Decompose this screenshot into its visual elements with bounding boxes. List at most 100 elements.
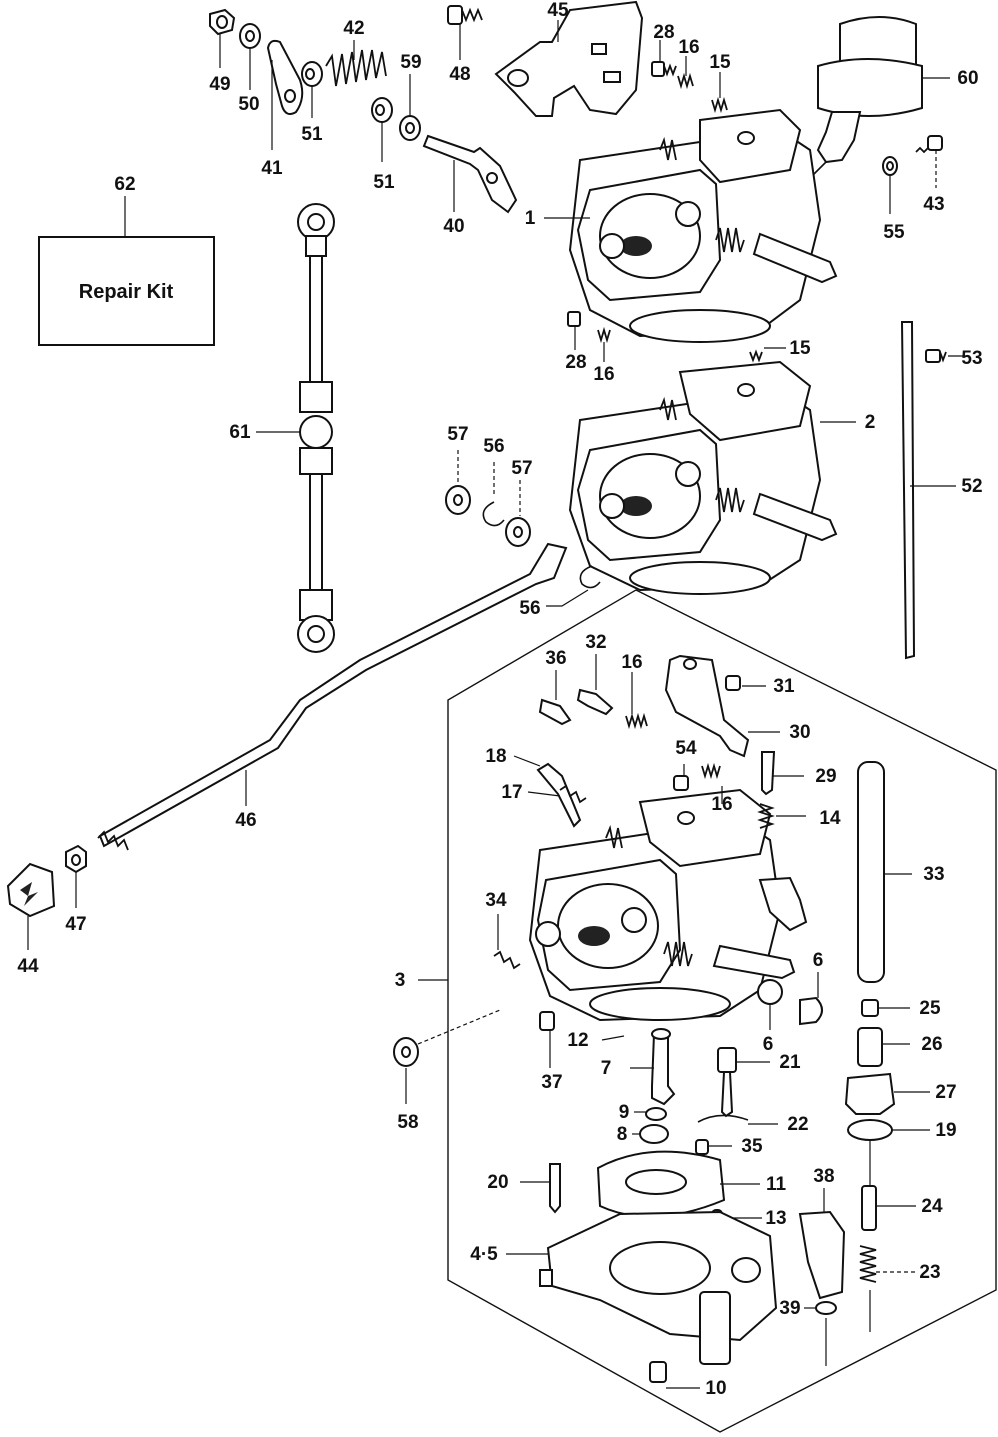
callout-28b: 28 [565, 352, 586, 373]
part-37-plug [539, 1011, 555, 1031]
part-57-56-clips [445, 450, 601, 607]
callout-13: 13 [765, 1208, 786, 1229]
callout-35: 35 [741, 1136, 763, 1157]
part-10-screw [649, 1361, 667, 1383]
callout-labels: 62 49 50 41 51 42 51 59 40 48 45 28 16 1… [17, 0, 982, 1399]
callout-62: 62 [114, 174, 135, 195]
part-28-screw-mid [567, 311, 581, 327]
part-7-main-jet [651, 1033, 676, 1106]
callout-45: 45 [547, 0, 569, 21]
part-30-plate [664, 654, 750, 758]
callout-46: 46 [235, 810, 256, 831]
callout-36: 36 [545, 648, 566, 669]
callout-52: 52 [961, 476, 982, 497]
part-61-link-rod [256, 203, 335, 653]
part-14-spring [757, 803, 775, 829]
callout-2: 2 [865, 412, 876, 433]
part-15-spring-top [711, 72, 728, 114]
part-33-tube [857, 761, 885, 983]
repair-kit: Repair Kit [38, 196, 215, 346]
carburetor-assembly-2 [567, 311, 856, 595]
part-35-screw [695, 1139, 709, 1155]
callout-34: 34 [485, 890, 507, 911]
callout-22: 22 [787, 1114, 808, 1135]
callout-6a: 6 [763, 1034, 774, 1055]
callout-24: 24 [921, 1196, 943, 1217]
callout-26: 26 [921, 1034, 942, 1055]
part-28-screw-top [651, 40, 677, 77]
callout-56a: 56 [483, 436, 504, 457]
callout-15b: 15 [789, 338, 811, 359]
callout-16d: 16 [711, 794, 732, 815]
callout-49: 49 [209, 74, 230, 95]
callout-29: 29 [815, 766, 836, 787]
part-24-plunger [861, 1185, 877, 1231]
part-27-nut [844, 1072, 896, 1115]
callout-38: 38 [813, 1166, 834, 1187]
callout-11: 11 [766, 1174, 787, 1195]
callout-16c: 16 [621, 652, 642, 673]
callout-43: 43 [923, 194, 944, 215]
repair-kit-label: Repair Kit [79, 281, 174, 303]
callout-47: 47 [65, 914, 86, 935]
part-52-53-rod [900, 321, 968, 660]
part-16-spring-mid [597, 326, 611, 344]
carburetor-3-small-parts [393, 654, 930, 1389]
carburetor-3-body [528, 788, 808, 1022]
part-43-screw [915, 135, 943, 188]
callout-12: 12 [567, 1030, 588, 1051]
callout-60: 60 [957, 68, 978, 89]
part-31-screw [725, 675, 741, 691]
callout-54: 54 [675, 738, 697, 759]
part-42-spring [325, 40, 387, 87]
callout-30: 30 [789, 722, 810, 743]
part-22-clip [697, 1114, 749, 1123]
callout-3: 3 [395, 970, 406, 991]
callout-40: 40 [443, 216, 464, 237]
part-20-screw [549, 1163, 561, 1214]
callout-33: 33 [923, 864, 944, 885]
callout-14: 14 [819, 808, 841, 829]
part-39-ring [815, 1301, 837, 1315]
callout-15a: 15 [709, 52, 731, 73]
callout-18: 18 [485, 746, 506, 767]
part-55-washer [882, 156, 898, 214]
callout-56b: 56 [519, 598, 540, 619]
part-45-bracket [494, 0, 644, 117]
callout-42: 42 [343, 18, 364, 39]
part-16-spring-top [677, 56, 694, 90]
part-6-plug-a [757, 979, 783, 1005]
part-59-washer [399, 74, 421, 141]
callout-21: 21 [779, 1052, 801, 1073]
part-38-plug [798, 1210, 846, 1300]
callout-55: 55 [883, 222, 905, 243]
part-51-bushing-top [301, 61, 323, 118]
part-23-spring [859, 1245, 877, 1283]
carburetor-assembly-1 [544, 108, 838, 343]
part-26-sleeve [857, 1027, 883, 1067]
part-50-washer [239, 23, 261, 90]
part-19-oring [847, 1119, 893, 1141]
callout-31: 31 [773, 676, 795, 697]
callout-41: 41 [261, 158, 283, 179]
callout-39: 39 [779, 1298, 800, 1319]
part-17-spring [559, 784, 587, 804]
callout-17: 17 [501, 782, 522, 803]
callout-4-5: 4·5 [470, 1244, 498, 1265]
callout-51a: 51 [301, 124, 323, 145]
callout-28a: 28 [653, 22, 674, 43]
callout-6b: 6 [813, 950, 824, 971]
callout-10: 10 [705, 1378, 726, 1399]
part-32-needle [576, 688, 614, 716]
callout-19: 19 [935, 1120, 956, 1141]
part-18-screw [536, 762, 582, 828]
callout-9: 9 [619, 1102, 630, 1123]
top-linkage-parts [209, 0, 950, 214]
callout-59: 59 [400, 52, 421, 73]
part-25-cap [861, 999, 879, 1017]
callout-16a: 16 [678, 37, 699, 58]
callout-27: 27 [935, 1082, 956, 1103]
callout-20: 20 [487, 1172, 508, 1193]
part-21-needle-valve [717, 1047, 737, 1073]
